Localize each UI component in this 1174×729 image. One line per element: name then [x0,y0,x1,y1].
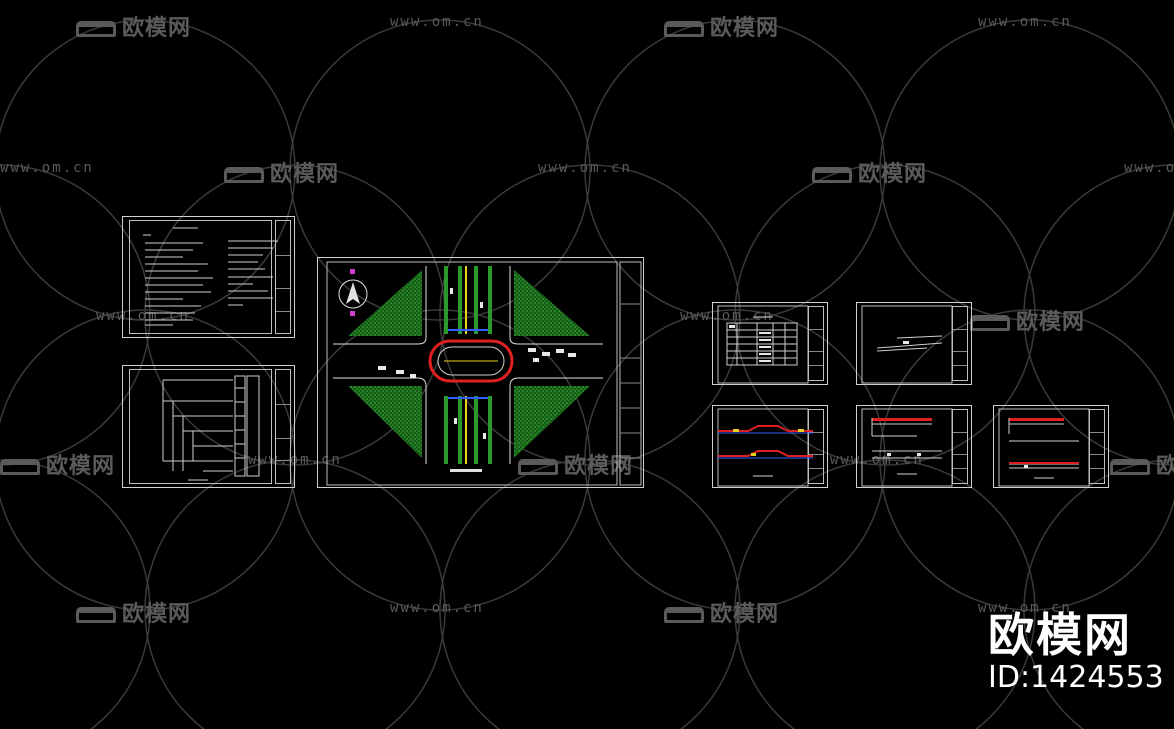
watermark-logo: 欧模网 [1110,448,1174,480]
watermark-logo-text: 欧模网 [1016,310,1086,335]
sheet-signal-wiring[interactable] [122,365,295,488]
watermark-logo-text: 欧模网 [270,162,340,187]
watermark-url: www.om.cn [390,600,484,616]
section-c-drawing [861,408,953,487]
sheet-design-notes[interactable] [122,216,295,338]
watermark-logo: 欧模网 [664,10,779,42]
sofa-icon [224,167,264,183]
watermark-logo: 欧模网 [224,156,339,188]
watermark-circle [439,459,741,729]
sofa-icon [76,21,116,37]
sheet-section-b[interactable] [712,405,828,488]
watermark-logo-text: 欧模网 [46,454,116,479]
section-a-drawing [861,305,953,384]
watermark-logo: 欧模网 [76,596,191,628]
sofa-icon [0,459,40,475]
lane-strips [444,266,492,464]
watermark-logo: 欧模网 [970,304,1085,336]
sofa-icon [664,607,704,623]
brand-badge: 欧模网 ID:1424553 [988,609,1164,695]
roundabout [428,339,514,383]
watermark-circle [0,459,151,729]
section-b-drawing [717,408,813,487]
sofa-icon [76,607,116,623]
watermark-logo-text: 欧模网 [122,16,192,41]
wiring-diagram [162,375,260,481]
watermark-logo-text: 欧模网 [858,162,928,187]
watermark-circle [879,19,1174,321]
sheet-intersection-plan[interactable] [317,257,644,488]
brand-name: 欧模网 [988,608,1132,662]
watermark-logo: 欧模网 [76,10,191,42]
title-block [275,369,291,484]
vehicles [378,288,576,439]
sofa-icon [664,21,704,37]
sheet-section-a[interactable] [856,302,972,385]
watermark-logo-text: 欧模网 [1156,454,1174,479]
watermark-url: www.om.cn [1124,160,1174,176]
watermark-logo: 欧模网 [664,596,779,628]
intersection-drawing [326,261,642,486]
watermark-logo-text: 欧模网 [710,16,780,41]
watermark-url: www.om.cn [0,160,94,176]
quantity-table [717,305,809,384]
watermark-url: www.om.cn [390,14,484,30]
brand-id-label: ID:1424553 [988,660,1164,695]
title-block [275,220,291,334]
watermark-logo: 欧模网 [812,156,927,188]
watermark-circle [144,459,446,729]
sofa-icon [1110,459,1150,475]
sheet-section-c[interactable] [856,405,972,488]
north-arrow [338,269,368,316]
watermark-logo-text: 欧模网 [122,602,192,627]
sofa-icon [970,315,1010,331]
sheet-section-d[interactable] [993,405,1109,488]
sheet-quantity-table[interactable] [712,302,828,385]
watermark-logo: 欧模网 [0,448,115,480]
sofa-icon [812,167,852,183]
watermark-url: www.om.cn [978,14,1072,30]
watermark-url: www.om.cn [538,160,632,176]
watermark-logo-text: 欧模网 [710,602,780,627]
section-d-drawing [998,408,1090,487]
sheet-frame [129,369,272,484]
notes-text-lines [143,227,278,326]
grass-triangles [348,270,590,458]
